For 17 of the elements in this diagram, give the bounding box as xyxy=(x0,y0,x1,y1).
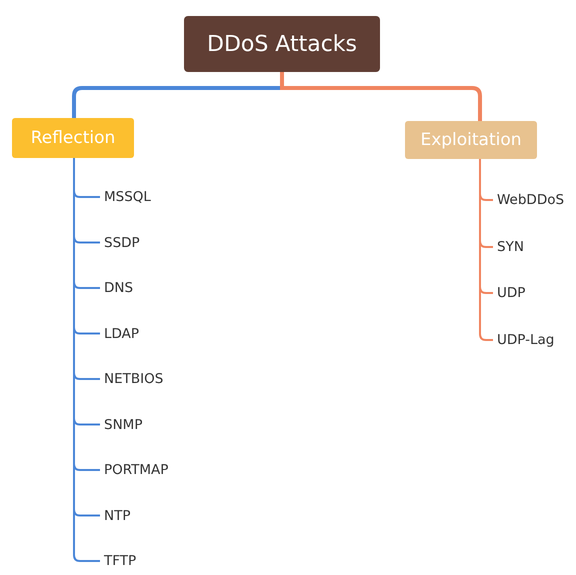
root-topic-box: DDoS Attacks xyxy=(184,16,380,72)
leaf-topic-label: DNS xyxy=(104,278,224,298)
leaf-topic-label: UDP-Lag xyxy=(497,330,575,350)
leaf-topic-label: NETBIOS xyxy=(104,369,224,389)
connector-line xyxy=(280,72,482,121)
leaf-topic-label: NTP xyxy=(104,506,224,526)
branch-topic-box: Exploitation xyxy=(405,121,537,159)
leaf-topic-label: UDP xyxy=(497,283,575,303)
leaf-topic-label: LDAP xyxy=(104,324,224,344)
branch-topic-box: Reflection xyxy=(12,118,134,158)
leaf-topic-label: WebDDoS xyxy=(497,190,575,210)
leaf-topic-label: SSDP xyxy=(104,232,224,252)
leaf-topic-label: PORTMAP xyxy=(104,460,224,480)
leaf-topic-label: MSSQL xyxy=(104,187,224,207)
leaf-topic-label: SNMP xyxy=(104,414,224,434)
leaf-topic-label: SYN xyxy=(497,237,575,257)
leaf-topic-label: TFTP xyxy=(104,551,224,571)
